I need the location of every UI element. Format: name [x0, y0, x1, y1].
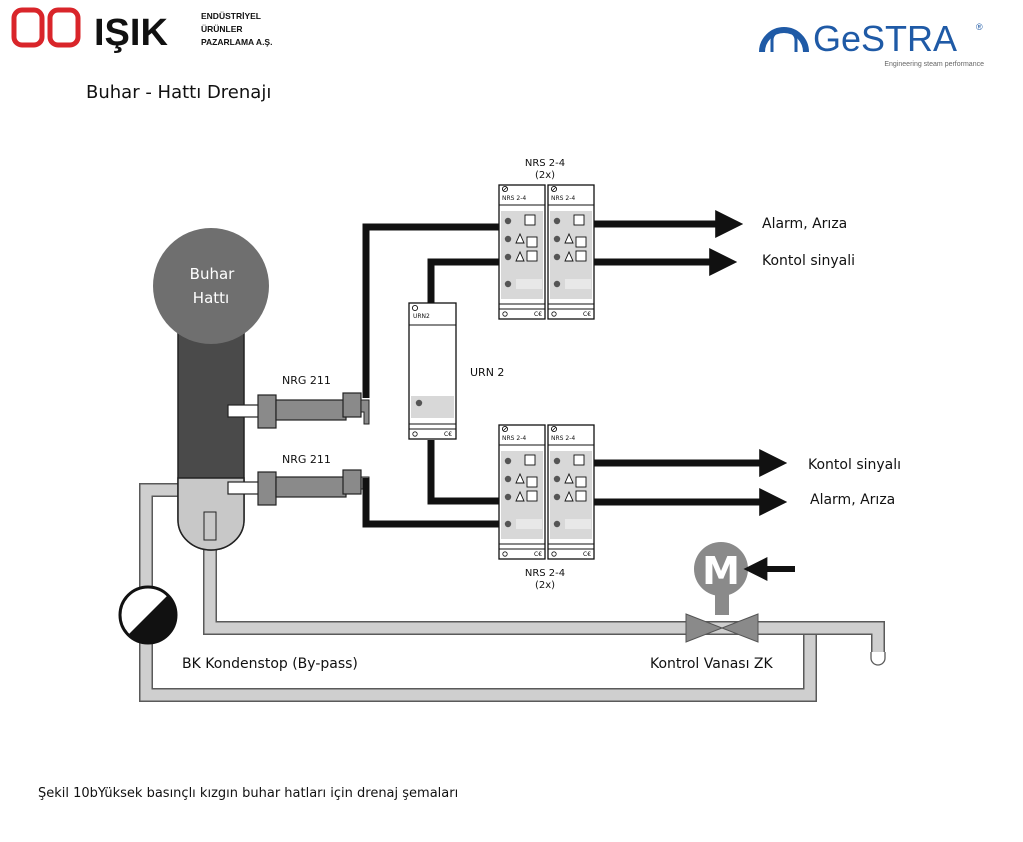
company-name: IŞIK — [94, 12, 168, 54]
isik-logo-mark-right — [47, 7, 81, 48]
company-sub-3: PAZARLAMA A.Ş. — [201, 37, 272, 47]
nrs-bottom-left-module: NRS 2-4 — [498, 424, 546, 560]
gestra-tagline: Engineering steam performance — [884, 61, 984, 68]
urn2-module-label: URN2 — [413, 313, 430, 320]
bottom-signal-alarm: Alarm, Arıza — [810, 492, 895, 508]
top-signal-alarm: Alarm, Arıza — [762, 216, 847, 232]
nrs-bottom-label-2: (2x) — [535, 580, 555, 591]
figure-caption: Şekil 10bYüksek basınçlı kızgın buhar ha… — [38, 786, 458, 801]
urn2-module: URN2 C€ — [408, 302, 457, 440]
motor-actuator: M — [694, 542, 748, 596]
nrs-top-left-module: NRS 2-4 — [498, 184, 546, 320]
nrs-top-left-module-label: NRS 2-4 — [502, 195, 526, 202]
isik-logo: IŞIK ENDÜSTRİYEL ÜRÜNLER PAZARLAMA A.Ş. — [11, 7, 272, 54]
motor-letter: M — [702, 549, 740, 593]
isik-logo-mark-left — [11, 7, 45, 48]
nrs-bottom-label-1: NRS 2-4 — [525, 568, 565, 579]
bypass-label: BK Kondenstop (By-pass) — [182, 656, 358, 672]
sensor-upper-label: NRG 211 — [282, 374, 331, 387]
steam-line: Buhar Hattı — [153, 228, 269, 344]
gestra-name: GeSTRA — [813, 18, 957, 59]
gestra-registered: ® — [976, 22, 983, 32]
steam-line-label-2: Hattı — [193, 289, 229, 307]
svg-text:C€: C€ — [444, 431, 452, 438]
company-sub-2: ÜRÜNLER — [201, 24, 243, 34]
sensor-upper — [227, 392, 370, 429]
nrs-bottom-left-module-label: NRS 2-4 — [502, 435, 526, 442]
sensor-lower-label: NRG 211 — [282, 453, 331, 466]
page-title: Buhar - Hattı Drenajı — [86, 82, 271, 103]
output-arrows — [594, 210, 788, 516]
top-signal-control: Kontol sinyali — [762, 253, 855, 269]
valve-label: Kontrol Vanası ZK — [650, 656, 774, 672]
sensor-lower — [227, 469, 370, 506]
bypass-steam-trap — [118, 585, 178, 645]
nrs-bottom-right-module: NRS 2-4 — [547, 424, 595, 560]
urn2-label: URN 2 — [470, 366, 504, 379]
company-sub-1: ENDÜSTRİYEL — [201, 11, 261, 21]
gestra-logo-mark — [759, 27, 809, 53]
nrs-top-label-2: (2x) — [535, 170, 555, 181]
steam-line-label-1: Buhar — [190, 265, 235, 283]
signal-wires — [362, 223, 500, 528]
nrs-top-right-module: NRS 2-4 — [547, 184, 595, 320]
bottom-signal-control: Kontol sinyalı — [808, 457, 901, 473]
nrs-top-label-1: NRS 2-4 — [525, 158, 565, 169]
nrs-top-right-module-label: NRS 2-4 — [551, 195, 575, 202]
bypass-pipe — [139, 483, 817, 702]
main-drain-pipe — [203, 513, 886, 666]
gestra-logo: GeSTRA ® Engineering steam performance — [759, 18, 984, 68]
nrs-bottom-right-module-label: NRS 2-4 — [551, 435, 575, 442]
collector-vessel — [177, 329, 245, 551]
